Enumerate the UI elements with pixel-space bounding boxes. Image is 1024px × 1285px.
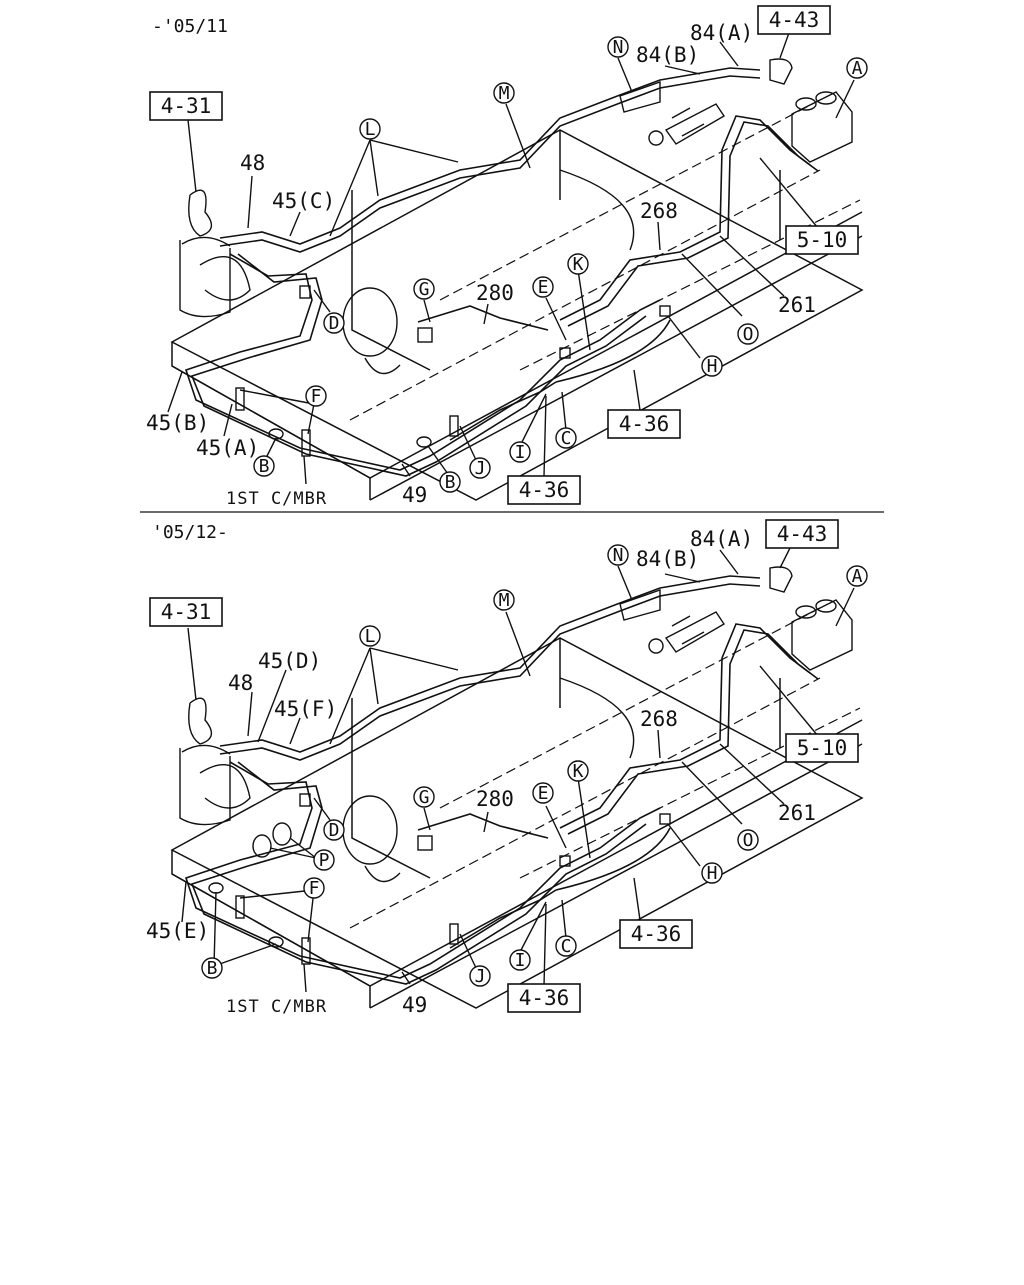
part-84a: 84(A)	[690, 527, 753, 551]
panel-top: -'05/11	[146, 5, 868, 509]
ref-4-43: 4-43	[777, 522, 828, 546]
part-numbers: 48 45(D) 45(F) 84(A) 84(B) 268 280 261 4…	[146, 527, 816, 1017]
panel-bottom: '05/12-	[146, 519, 868, 1017]
part-49: 49	[402, 483, 427, 507]
period-label: -'05/11	[152, 16, 228, 37]
callout-b-left: B	[259, 456, 270, 477]
cross-member-label: 1ST C/MBR	[226, 489, 327, 509]
part-84b: 84(B)	[636, 547, 699, 571]
part-280: 280	[476, 281, 514, 305]
ref-box-4-31	[149, 91, 223, 121]
callout-j: J	[475, 458, 486, 479]
leader-lines	[181, 547, 855, 993]
part-268: 268	[640, 707, 678, 731]
part-84b: 84(B)	[636, 43, 699, 67]
ref-5-10: 5-10	[797, 228, 848, 252]
part-45f: 45(F)	[274, 697, 337, 721]
callout-d: D	[329, 820, 340, 841]
ref-box-5-10	[785, 733, 859, 763]
callout-n: N	[613, 545, 624, 566]
valve-pair-p	[252, 822, 292, 858]
part-84a: 84(A)	[690, 21, 753, 45]
callout-p: P	[319, 850, 330, 871]
ref-5-10: 5-10	[797, 736, 848, 760]
ref-box-4-36-b	[507, 475, 581, 505]
engine-assembly	[179, 189, 251, 318]
callout-j: J	[475, 966, 486, 987]
brake-pipes	[184, 575, 819, 985]
reference-boxes: 4-31 4-43 5-10 4-36 4-36	[149, 519, 859, 1013]
ref-4-31: 4-31	[161, 600, 212, 624]
part-261: 261	[778, 293, 816, 317]
part-45c: 45(C)	[272, 189, 335, 213]
callout-d: D	[329, 313, 340, 334]
ref-4-43: 4-43	[769, 8, 820, 32]
ref-4-36-a: 4-36	[631, 922, 682, 946]
period-label: '05/12-	[152, 522, 228, 543]
ref-4-36-b: 4-36	[519, 478, 570, 502]
part-48: 48	[228, 671, 253, 695]
booster-assembly	[619, 58, 853, 163]
ref-box-4-43	[765, 519, 839, 549]
part-48: 48	[240, 151, 265, 175]
callout-h: H	[707, 863, 718, 884]
ref-box-4-36-a	[619, 919, 693, 949]
callout-c: C	[561, 936, 572, 957]
callout-l: L	[365, 626, 376, 647]
callout-a: A	[852, 58, 863, 79]
callout-h: H	[707, 356, 718, 377]
ref-box-4-31	[149, 597, 223, 627]
callout-circles: A N M L D G E K O F H B B J I C	[253, 36, 868, 493]
ref-box-4-43	[757, 5, 831, 35]
part-49: 49	[402, 993, 427, 1017]
brake-pipes	[184, 67, 819, 477]
clips	[235, 285, 671, 457]
part-45d: 45(D)	[258, 649, 321, 673]
ref-box-4-36-a	[607, 409, 681, 439]
callout-c: C	[561, 428, 572, 449]
part-45e: 45(E)	[146, 919, 209, 943]
ref-box-5-10	[785, 225, 859, 255]
part-280: 280	[476, 787, 514, 811]
cross-member-label: 1ST C/MBR	[226, 997, 327, 1017]
clips	[208, 793, 671, 965]
part-268: 268	[640, 199, 678, 223]
callout-i: I	[515, 950, 526, 971]
callout-a: A	[852, 566, 863, 587]
leader-lines	[167, 29, 855, 485]
ref-box-4-36-b	[507, 983, 581, 1013]
booster-assembly	[619, 566, 853, 671]
engine-assembly	[179, 697, 251, 826]
callout-o: O	[743, 830, 754, 851]
part-45b: 45(B)	[146, 411, 209, 435]
callout-e: E	[538, 277, 549, 298]
ref-4-31: 4-31	[161, 94, 212, 118]
callout-g: G	[419, 279, 430, 300]
part-45a: 45(A)	[196, 436, 259, 460]
callout-n: N	[613, 37, 624, 58]
callout-m: M	[499, 590, 510, 611]
callout-m: M	[499, 83, 510, 104]
callout-f: F	[309, 878, 320, 899]
callout-f: F	[311, 386, 322, 407]
callout-i: I	[515, 442, 526, 463]
callout-e: E	[538, 783, 549, 804]
callout-l: L	[365, 119, 376, 140]
part-261: 261	[778, 801, 816, 825]
callout-k: K	[573, 254, 584, 275]
callout-g: G	[419, 787, 430, 808]
callout-o: O	[743, 324, 754, 345]
part-numbers: 48 45(C) 84(A) 84(B) 268 280 261 45(B) 4…	[146, 21, 816, 509]
callout-b: B	[207, 958, 218, 979]
callout-k: K	[573, 761, 584, 782]
reference-boxes: 4-31 4-43 5-10 4-36 4-36	[149, 5, 859, 505]
callout-circles: A N M L D G E K O P F H B J I C	[201, 544, 868, 987]
callout-b-right: B	[445, 472, 456, 493]
ref-4-36-a: 4-36	[619, 412, 670, 436]
ref-4-36-b: 4-36	[519, 986, 570, 1010]
